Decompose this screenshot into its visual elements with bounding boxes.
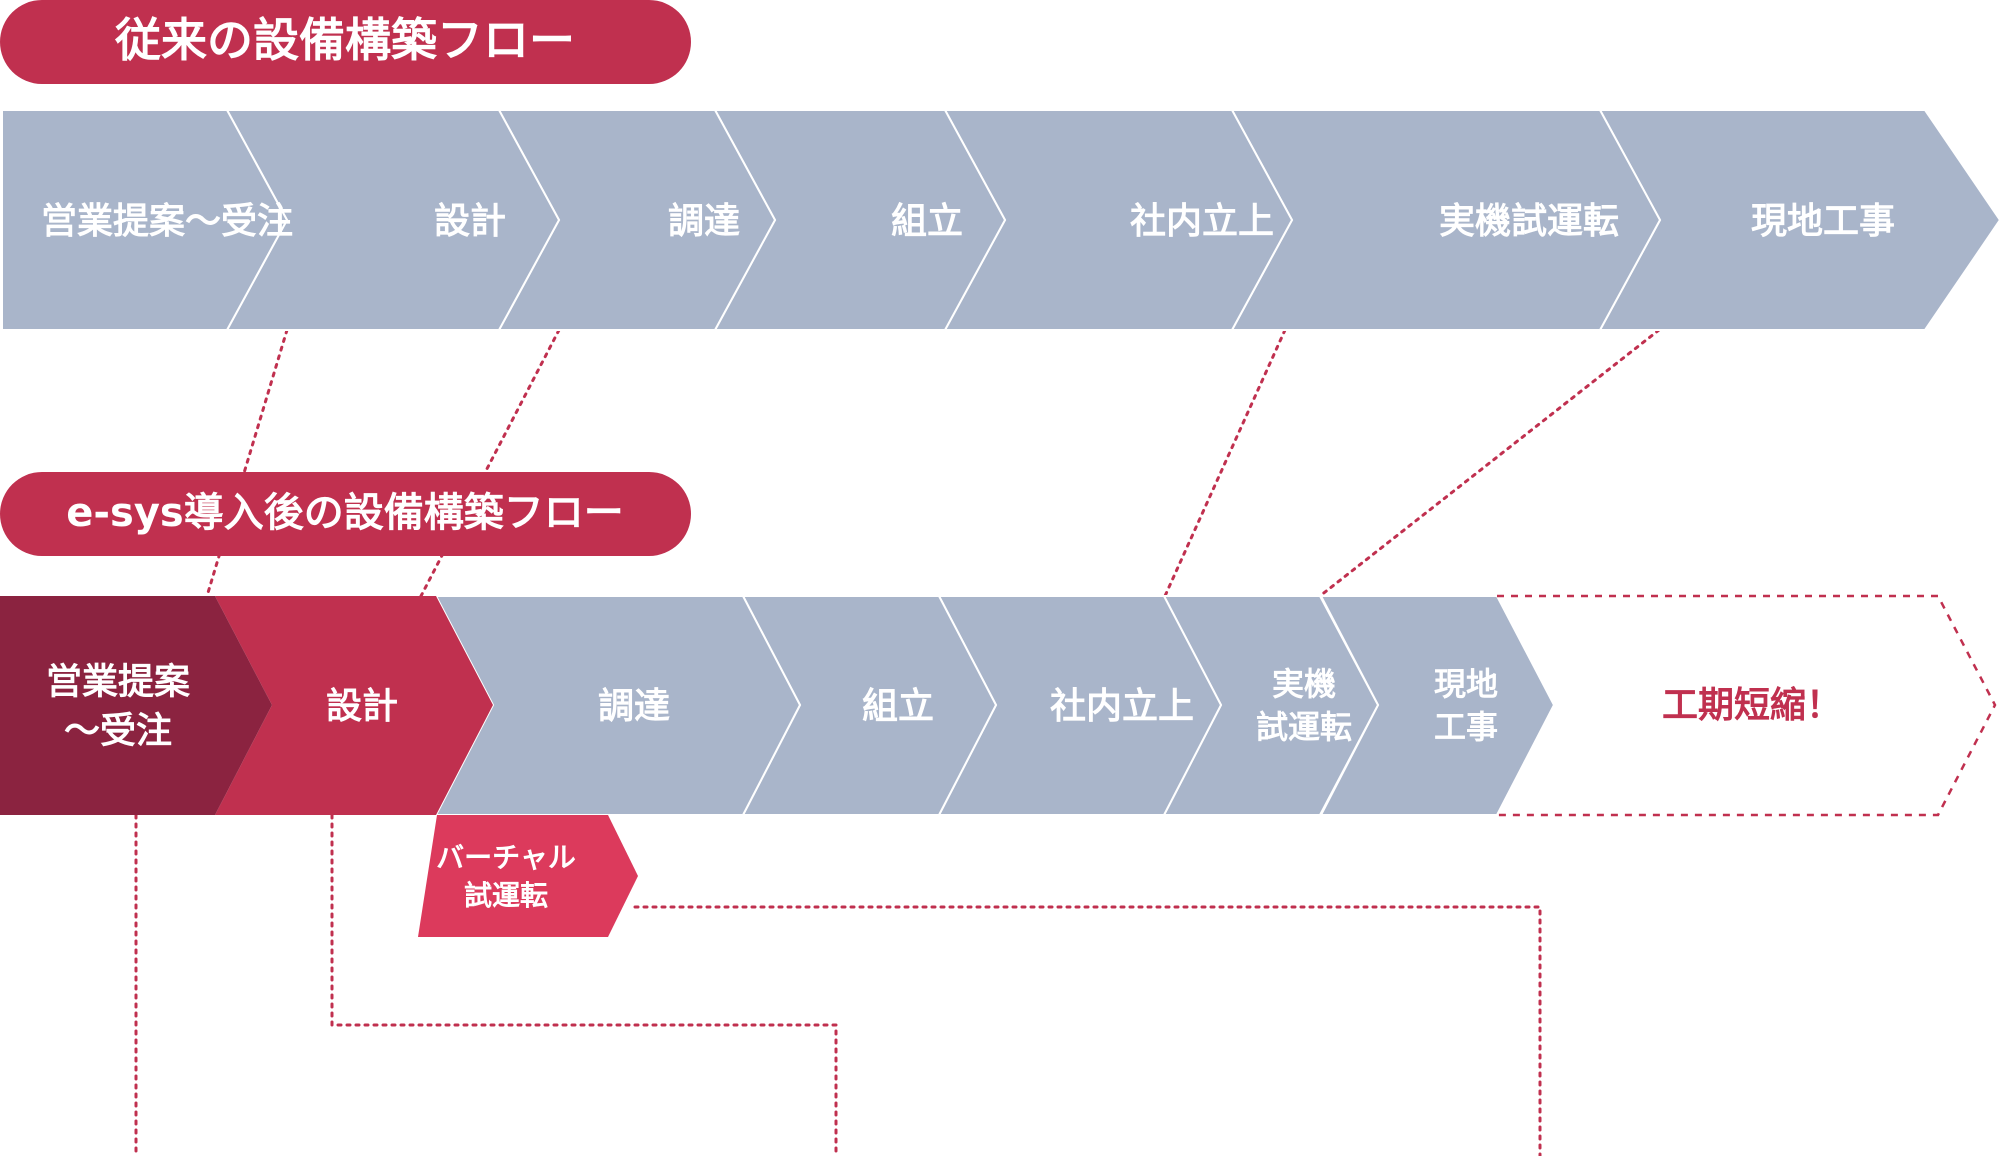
conventional-step-sales: [1, 109, 289, 331]
esys-step-label-procurement: 調達: [598, 686, 670, 727]
esys-step-label-site-work: 現地: [1434, 665, 1498, 703]
esys-step-label-inhouse-startup: 社内立上: [1050, 686, 1194, 727]
conventional-step-label-actual-commissioning: 実機試運転: [1439, 201, 1619, 242]
esys-flow-title: e-sys導入後の設備構築フロー: [66, 490, 623, 536]
conventional-flow-section: 従来の設備構築フロー 営業提案～受注 設計 調達 組立 社内立上 実機試運転 現地工事: [0, 0, 2000, 331]
schedule-saving-outline: [1497, 594, 1997, 817]
esys-step-label-sales: ～受注: [64, 710, 172, 751]
conventional-flow-steps: 営業提案～受注 設計 調達 組立 社内立上 実機試運転 現地工事: [1, 109, 2000, 331]
conventional-step-label-sales: 営業提案～受注: [41, 201, 293, 242]
conventional-flow-header: [0, 0, 691, 84]
connector-lines: [134, 328, 1661, 1156]
connector-design-down: [330, 813, 838, 1156]
virtual-commissioning-label: バーチャル: [436, 841, 576, 874]
connector-virtual-down: [633, 905, 1542, 1156]
esys-step-label-sales: 営業提案: [46, 662, 191, 703]
connector-design-start: [419, 328, 561, 598]
conventional-flow-title: 従来の設備構築フロー: [114, 13, 575, 67]
virtual-commissioning-label: 試運転: [464, 879, 548, 912]
conventional-step-label-site-work: 現地工事: [1751, 201, 1895, 242]
conventional-step-label-design: 設計: [434, 201, 506, 242]
esys-flow-section: e-sys導入後の設備構築フロー 営業提案 ～受注 設計 調達 組立 社内立上 実機試運転 現…: [0, 472, 1997, 937]
esys-flow-header: [0, 472, 691, 556]
connector-commissioning-start: [1163, 328, 1287, 598]
esys-flow-steps: 営業提案 ～受注 設計 調達 組立 社内立上 実機試運転 現地工事: [0, 595, 1556, 816]
conventional-step-label-inhouse-startup: 社内立上: [1130, 201, 1274, 242]
schedule-saving-label: 工期短縮！: [1662, 685, 1842, 726]
esys-step-label-site-work: 工事: [1434, 708, 1498, 746]
virtual-commissioning-shape: [418, 815, 638, 937]
esys-step-label-assembly: 組立: [862, 686, 934, 727]
connector-sales-start: [205, 328, 289, 598]
esys-step-label-actual-commissioning: 実機: [1272, 665, 1336, 703]
schedule-saving-box: 工期短縮！: [1497, 594, 1997, 817]
esys-step-label-design: 設計: [326, 686, 398, 727]
esys-step-label-actual-commissioning: 試運転: [1256, 708, 1352, 746]
conventional-step-label-procurement: 調達: [668, 201, 740, 242]
esys-step-sales: [0, 596, 272, 815]
conventional-step-label-assembly: 組立: [891, 201, 963, 242]
esys-step-design: [215, 596, 493, 815]
connector-site-start: [1318, 328, 1661, 598]
